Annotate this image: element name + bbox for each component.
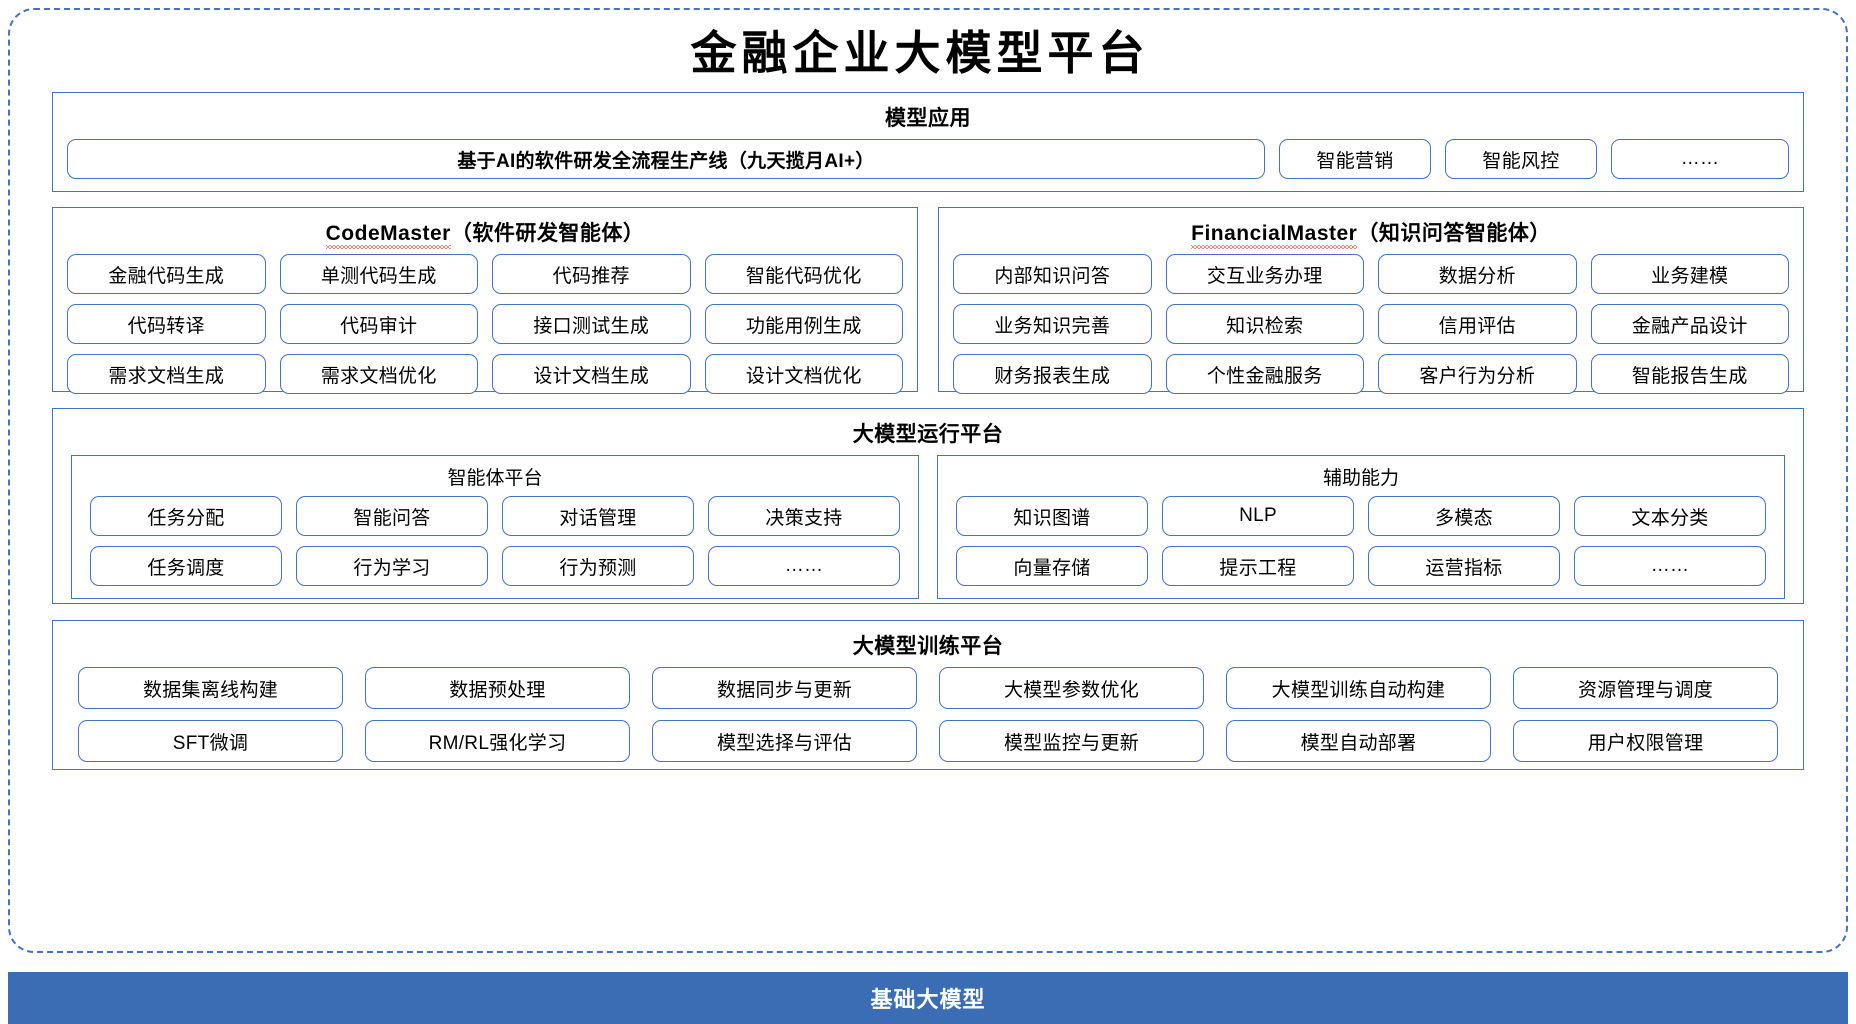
chip-aux-capability-0[interactable]: 知识图谱 <box>956 496 1148 536</box>
subsection-title-aux-capability: 辅助能力 <box>1322 468 1399 489</box>
aux-capability-grid: 知识图谱 NLP 多模态 文本分类 向量存储 提示工程 运营指标 …… <box>938 496 1784 586</box>
chip-code-master-3[interactable]: 智能代码优化 <box>704 254 903 294</box>
financial-master-grid: 内部知识问答 交互业务办理 数据分析 业务建模 业务知识完善 知识检索 信用评估… <box>939 254 1803 394</box>
section-title-train-platform: 大模型训练平台 <box>852 635 1004 658</box>
chip-agent-platform-7[interactable]: …… <box>708 546 900 586</box>
section-title-run-platform: 大模型运行平台 <box>852 423 1004 446</box>
chip-train-0[interactable]: 数据集离线构建 <box>78 667 343 709</box>
footer-label: 基础大模型 <box>870 987 986 1012</box>
section-code-master: CodeMaster（软件研发智能体） 金融代码生成 单测代码生成 代码推荐 智… <box>52 207 918 394</box>
chip-code-master-6[interactable]: 接口测试生成 <box>492 304 691 344</box>
chip-agent-platform-0[interactable]: 任务分配 <box>90 496 282 536</box>
chip-ai-software-pipeline[interactable]: 基于AI的软件研发全流程生产线（九天揽月AI+） <box>67 139 1265 179</box>
chip-more-applications[interactable]: …… <box>1611 139 1789 179</box>
chip-code-master-5[interactable]: 代码审计 <box>279 304 478 344</box>
chip-train-6[interactable]: SFT微调 <box>78 720 343 762</box>
section-financial-master: FinancialMaster（知识问答智能体） 内部知识问答 交互业务办理 数… <box>938 207 1804 394</box>
chip-agent-platform-2[interactable]: 对话管理 <box>502 496 694 536</box>
chip-code-master-11[interactable]: 设计文档优化 <box>704 354 903 394</box>
chip-agent-platform-5[interactable]: 行为学习 <box>296 546 488 586</box>
chip-train-4[interactable]: 大模型训练自动构建 <box>1226 667 1491 709</box>
chip-aux-capability-6[interactable]: 运营指标 <box>1368 546 1560 586</box>
chip-aux-capability-4[interactable]: 向量存储 <box>956 546 1148 586</box>
chip-train-10[interactable]: 模型自动部署 <box>1226 720 1491 762</box>
chip-code-master-8[interactable]: 需求文档生成 <box>67 354 266 394</box>
chip-train-8[interactable]: 模型选择与评估 <box>652 720 917 762</box>
section-model-application: 模型应用 基于AI的软件研发全流程生产线（九天揽月AI+） 智能营销 智能风控 … <box>52 92 1804 192</box>
train-platform-grid: 数据集离线构建 数据预处理 数据同步与更新 大模型参数优化 大模型训练自动构建 … <box>53 667 1803 762</box>
section-title-financial-master: FinancialMaster（知识问答智能体） <box>939 208 1803 254</box>
section-title-code-master: CodeMaster（软件研发智能体） <box>53 208 917 254</box>
chip-agent-platform-6[interactable]: 行为预测 <box>502 546 694 586</box>
chip-code-master-10[interactable]: 设计文档生成 <box>492 354 691 394</box>
section-train-platform: 大模型训练平台 数据集离线构建 数据预处理 数据同步与更新 大模型参数优化 大模… <box>52 620 1804 770</box>
code-master-suffix: （软件研发智能体） <box>450 222 645 245</box>
chip-aux-capability-3[interactable]: 文本分类 <box>1574 496 1766 536</box>
financial-master-name: FinancialMaster <box>1191 222 1358 249</box>
chip-financial-master-10[interactable]: 客户行为分析 <box>1378 354 1577 394</box>
chip-agent-platform-1[interactable]: 智能问答 <box>296 496 488 536</box>
chip-train-1[interactable]: 数据预处理 <box>365 667 630 709</box>
chip-aux-capability-5[interactable]: 提示工程 <box>1162 546 1354 586</box>
chip-agent-platform-3[interactable]: 决策支持 <box>708 496 900 536</box>
subsection-aux-capability: 辅助能力 知识图谱 NLP 多模态 文本分类 向量存储 提示工程 运营指标 …… <box>937 455 1785 599</box>
chip-smart-marketing[interactable]: 智能营销 <box>1279 139 1431 179</box>
chip-agent-platform-4[interactable]: 任务调度 <box>90 546 282 586</box>
code-master-name: CodeMaster <box>325 222 452 249</box>
chip-financial-master-0[interactable]: 内部知识问答 <box>953 254 1152 294</box>
chip-financial-master-11[interactable]: 智能报告生成 <box>1590 354 1789 394</box>
chip-aux-capability-1[interactable]: NLP <box>1162 496 1354 536</box>
agent-platform-grid: 任务分配 智能问答 对话管理 决策支持 任务调度 行为学习 行为预测 …… <box>72 496 918 586</box>
chip-financial-master-1[interactable]: 交互业务办理 <box>1165 254 1364 294</box>
chip-financial-master-3[interactable]: 业务建模 <box>1590 254 1789 294</box>
model-application-row: 基于AI的软件研发全流程生产线（九天揽月AI+） 智能营销 智能风控 …… <box>53 139 1803 179</box>
chip-train-9[interactable]: 模型监控与更新 <box>939 720 1204 762</box>
chip-code-master-9[interactable]: 需求文档优化 <box>279 354 478 394</box>
chip-aux-capability-2[interactable]: 多模态 <box>1368 496 1560 536</box>
chip-train-7[interactable]: RM/RL强化学习 <box>365 720 630 762</box>
section-title-model-application: 模型应用 <box>885 107 971 130</box>
chip-financial-master-7[interactable]: 金融产品设计 <box>1590 304 1789 344</box>
chip-smart-risk-control[interactable]: 智能风控 <box>1445 139 1597 179</box>
chip-code-master-1[interactable]: 单测代码生成 <box>279 254 478 294</box>
chip-financial-master-4[interactable]: 业务知识完善 <box>953 304 1152 344</box>
financial-master-suffix: （知识问答智能体） <box>1357 222 1551 245</box>
chip-financial-master-9[interactable]: 个性金融服务 <box>1165 354 1364 394</box>
subsection-title-agent-platform: 智能体平台 <box>447 468 543 489</box>
page-title: 金融企业大模型平台 <box>690 28 1150 79</box>
chip-aux-capability-7[interactable]: …… <box>1574 546 1766 586</box>
section-run-platform: 大模型运行平台 智能体平台 任务分配 智能问答 对话管理 决策支持 任务调度 行… <box>52 408 1804 604</box>
run-platform-columns: 智能体平台 任务分配 智能问答 对话管理 决策支持 任务调度 行为学习 行为预测… <box>53 455 1803 599</box>
subsection-agent-platform: 智能体平台 任务分配 智能问答 对话管理 决策支持 任务调度 行为学习 行为预测… <box>71 455 919 599</box>
chip-financial-master-6[interactable]: 信用评估 <box>1378 304 1577 344</box>
footer-base-model-bar: 基础大模型 <box>8 972 1848 1024</box>
chip-train-11[interactable]: 用户权限管理 <box>1513 720 1778 762</box>
code-master-grid: 金融代码生成 单测代码生成 代码推荐 智能代码优化 代码转译 代码审计 接口测试… <box>53 254 917 394</box>
chip-financial-master-2[interactable]: 数据分析 <box>1378 254 1577 294</box>
chip-code-master-4[interactable]: 代码转译 <box>67 304 266 344</box>
chip-financial-master-8[interactable]: 财务报表生成 <box>953 354 1152 394</box>
chip-code-master-2[interactable]: 代码推荐 <box>492 254 691 294</box>
chip-train-5[interactable]: 资源管理与调度 <box>1513 667 1778 709</box>
chip-train-2[interactable]: 数据同步与更新 <box>652 667 917 709</box>
chip-code-master-7[interactable]: 功能用例生成 <box>704 304 903 344</box>
chip-financial-master-5[interactable]: 知识检索 <box>1165 304 1364 344</box>
chip-train-3[interactable]: 大模型参数优化 <box>939 667 1204 709</box>
chip-code-master-0[interactable]: 金融代码生成 <box>67 254 266 294</box>
